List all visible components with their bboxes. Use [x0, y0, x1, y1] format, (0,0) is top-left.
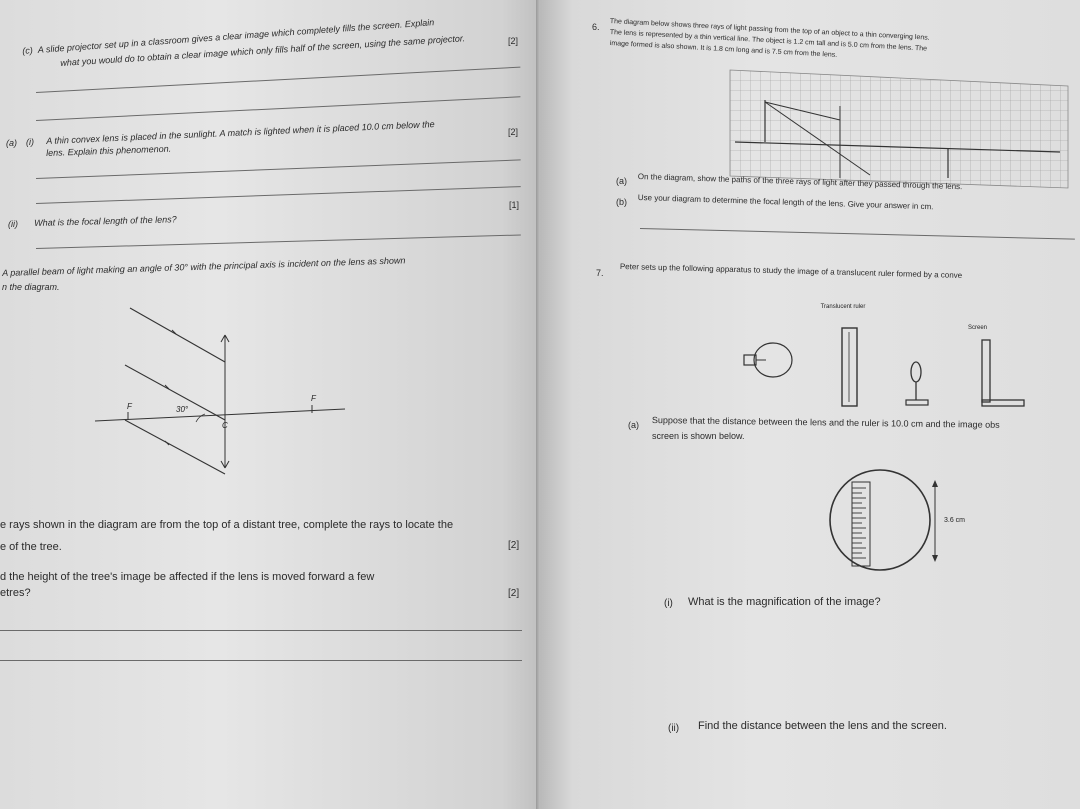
focal-point-right-label: F	[311, 394, 316, 403]
question-a-i-label: (i)	[26, 137, 34, 147]
question-7a-ii-label: (ii)	[668, 723, 680, 734]
question-7-text: Peter sets up the following apparatus to…	[619, 262, 963, 280]
question-a-label: (a)	[6, 138, 17, 148]
question-b-text-line2: n the diagram.	[2, 282, 60, 292]
question-7a-label: (a)	[628, 420, 639, 430]
convex-lens	[910, 361, 922, 383]
ray-grid-diagram	[729, 69, 1069, 189]
question-a-ii-marks: [1]	[509, 200, 520, 210]
translucent-ruler-label: Translucent ruler	[820, 304, 866, 310]
principal-axis	[94, 408, 346, 422]
optical-centre-label: C	[222, 421, 228, 430]
question-a-ii-label: (ii)	[8, 219, 18, 229]
question-b-i-text-line1: e rays shown in the diagram are from the…	[0, 519, 454, 531]
question-b-ii-text-line2: etres?	[0, 587, 31, 599]
question-a-i-marks: [2]	[508, 127, 519, 137]
apparatus-diagram	[743, 327, 1025, 407]
question-6b-label: (b)	[616, 197, 627, 207]
question-7a-text-line2: screen is shown below.	[652, 431, 745, 441]
observed-image-diagram	[829, 469, 938, 571]
grid-principal-axis	[734, 141, 1061, 153]
left-page: (c) A slide projector set up in a classr…	[0, 0, 545, 809]
question-b-i-marks: [2]	[508, 540, 520, 551]
question-7a-i-label: (i)	[664, 598, 673, 609]
question-b-i-text-line2: e of the tree.	[0, 541, 62, 553]
image-size-label: 3.6 cm	[944, 517, 966, 524]
ray-1	[129, 307, 226, 363]
image-circle	[829, 469, 931, 571]
question-7a-ii-text: Find the distance between the lens and t…	[698, 720, 947, 732]
ray-2	[124, 364, 226, 421]
answer-line	[0, 630, 522, 631]
focal-point-left-label: F	[127, 402, 132, 411]
screen-label: Screen	[968, 325, 988, 331]
question-7a-i-text: What is the magnification of the image?	[688, 596, 881, 608]
question-b-ii-marks: [2]	[508, 588, 520, 599]
right-page: 6. The diagram below shows three rays of…	[540, 0, 1080, 809]
question-6-number: 6.	[592, 22, 600, 32]
answer-line	[639, 228, 1075, 240]
question-b-ii-text-line1: d the height of the tree's image be affe…	[0, 571, 375, 583]
question-6a-label: (a)	[616, 176, 627, 186]
angle-label: 30°	[176, 405, 189, 414]
screen	[981, 339, 991, 403]
answer-line	[0, 660, 522, 661]
question-c-marks: [2]	[508, 36, 519, 46]
lamp-housing	[753, 342, 793, 378]
question-7-number: 7.	[596, 268, 604, 278]
translucent-ruler	[841, 327, 858, 407]
ray-3	[124, 419, 226, 475]
lens-ray-diagram	[94, 307, 346, 475]
